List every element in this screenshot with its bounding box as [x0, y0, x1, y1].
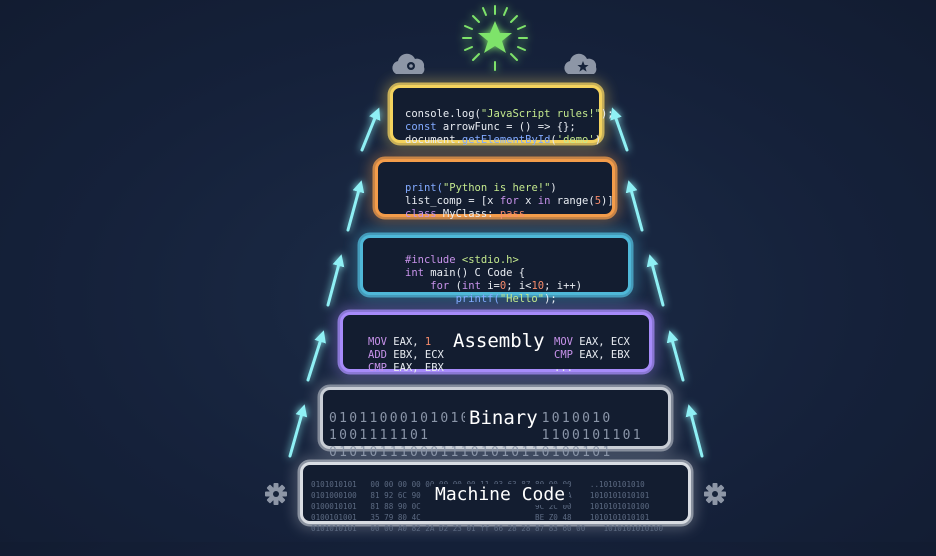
arrow-icon — [666, 330, 685, 382]
arrow-icon — [685, 404, 704, 458]
cloud-gear-icon — [392, 53, 425, 74]
arrow-icon — [646, 254, 665, 307]
hex-row: 0100101001 35 79 80 4C BE Z0 48 10101010… — [311, 513, 650, 522]
star-icon — [462, 5, 528, 71]
arrows-right — [610, 107, 704, 458]
binary-row: 1001111101 1100101101 — [329, 428, 643, 443]
code-line: ... — [554, 362, 573, 374]
assembly-label: Assembly — [453, 330, 545, 352]
arrow-icon — [346, 180, 365, 232]
binary-label: Binary — [465, 407, 542, 429]
arrow-icon — [610, 107, 629, 152]
arrow-icon — [326, 254, 345, 307]
code-line: ADD EBX, ECX — [368, 349, 444, 361]
code-line: list_comp = [x for x in range(5)] — [405, 195, 614, 207]
code-line: CMP EAX, EBX — [368, 362, 444, 374]
python-code: print("Python is here!")list_comp = [x f… — [405, 169, 614, 247]
cloud-star-icon — [564, 53, 597, 74]
hex-row: 0100010101 81 88 90 0C 9C 2C 00 10101010… — [311, 502, 650, 511]
javascript-code: console.log("JavaScript rules!");const a… — [405, 95, 614, 173]
machine-hex-rows: 0101010101 00 00 00 00 00 00 00 00 11 03… — [311, 468, 663, 556]
code-line: printf("Hello"); — [405, 293, 557, 305]
hex-row: 0101010101 00 00 A0 82 2A D2 23 01 ff 66… — [311, 524, 664, 533]
tier-machine-code: 0101010101 00 00 00 00 00 00 00 00 11 03… — [300, 462, 691, 533]
arrow-icon — [625, 180, 644, 232]
gear-icon — [704, 483, 726, 505]
code-line: int main() C Code { — [405, 267, 526, 279]
tier-c: #include <stdio.h>int main() C Code { fo… — [360, 235, 631, 305]
code-line: const arrowFunc = () => {}; — [405, 121, 576, 133]
arrow-icon — [306, 330, 326, 382]
arrows-left — [288, 107, 381, 458]
code-line: for (int i=0; i<10; i++) — [405, 280, 583, 292]
machine-code-label: Machine Code — [431, 484, 570, 505]
code-line: MOV EAX, 1 — [368, 336, 432, 348]
tier-python: print("Python is here!")list_comp = [x f… — [375, 159, 615, 220]
code-line: #include <stdio.h> — [405, 254, 519, 266]
code-line: class MyClass: pass — [405, 208, 526, 220]
arrow-icon — [288, 404, 308, 458]
code-line: MOV EAX, ECX — [554, 336, 630, 348]
gear-icon — [265, 483, 287, 505]
code-line: CMP EAX, EBX — [554, 349, 630, 361]
code-line: console.log("JavaScript rules!"); — [405, 108, 614, 120]
code-line: document.getElementById('demo') — [405, 134, 602, 146]
tier-javascript: console.log("JavaScript rules!");const a… — [390, 85, 614, 146]
binary-row: 0101011100011101010110100101 — [329, 445, 613, 460]
c-code: #include <stdio.h>int main() C Code { fo… — [405, 241, 582, 332]
arrow-icon — [360, 107, 381, 152]
code-line: print("Python is here!") — [405, 182, 557, 194]
tier-binary: 01011000101010111100010100101001111101 1… — [320, 387, 671, 460]
